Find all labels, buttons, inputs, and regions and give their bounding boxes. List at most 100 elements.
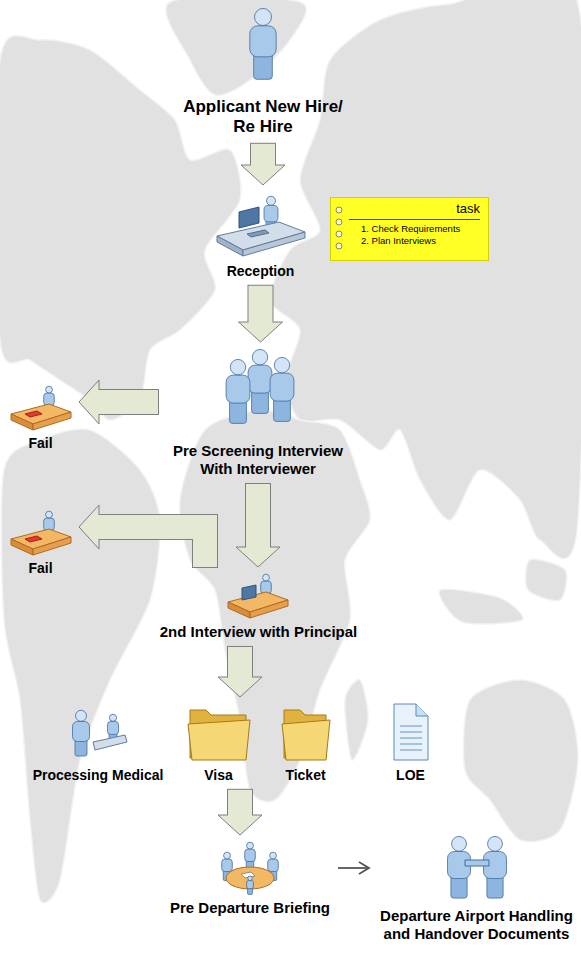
node-label: Fail [28, 435, 52, 452]
person-head [109, 714, 116, 721]
process-node: Pre Screening Interview With Interviewer [161, 345, 355, 480]
land-mass [439, 589, 523, 624]
arrow-head [79, 380, 99, 424]
person-head [274, 357, 289, 372]
node-label: 2nd Interview with Principal [160, 623, 358, 641]
document-node: Processing Medical [28, 700, 168, 786]
page-line [400, 749, 422, 750]
keyboard [247, 230, 269, 237]
node-label: LOE [396, 767, 425, 784]
paper [25, 536, 42, 542]
land-mass [0, 35, 241, 420]
person-head [252, 349, 267, 364]
note-item: 2. Plan Interviews [349, 235, 480, 247]
binding-ring [336, 231, 342, 237]
person-head [230, 359, 245, 374]
folder-icon [186, 702, 252, 764]
reception-icon [211, 190, 311, 260]
person-body [245, 849, 256, 861]
arrow-head [79, 505, 99, 549]
node-label: Visa [204, 767, 233, 784]
joined-hands [465, 860, 489, 866]
arrow-head [359, 862, 369, 874]
node-label: Departure Airport Handling and Handover … [377, 907, 577, 943]
folder-front [188, 720, 250, 760]
person-body [222, 859, 233, 871]
document-node: Ticket [275, 700, 336, 786]
group-icon [210, 347, 306, 439]
node-label: Reception [227, 263, 295, 280]
flow-arrow [79, 380, 159, 424]
start-node: Applicant New Hire/ Re Hire [171, 4, 355, 140]
node-label: Applicant New Hire/ Re Hire [176, 97, 351, 138]
process-node: Pre Departure Briefing [165, 838, 335, 919]
arrow-shaft-fill [249, 286, 273, 324]
doc-icon [388, 700, 434, 764]
folder-icon [280, 702, 332, 764]
process-node: Reception [206, 188, 315, 282]
person-head [262, 574, 269, 581]
table [93, 735, 127, 750]
medical-icon [67, 702, 129, 764]
desk-side [217, 236, 243, 256]
desk-front [250, 600, 288, 618]
land-mass [1, 429, 160, 903]
paper [25, 411, 42, 417]
fail-node: Fail [4, 507, 77, 579]
flow-arrow [338, 862, 369, 874]
land-mass [166, 0, 306, 95]
note-item: 1. Check Requirements [349, 223, 480, 235]
flow-arrow [218, 789, 262, 835]
person-body [270, 373, 294, 401]
person-body [247, 881, 254, 889]
arrow-head [218, 677, 262, 697]
person-head [451, 836, 466, 851]
monitor [239, 207, 259, 228]
arrow-shaft-fill [97, 527, 205, 567]
page-line [400, 725, 422, 726]
person-head [45, 386, 52, 393]
end-node: Departure Airport Handling and Handover … [372, 832, 581, 945]
person-head [270, 852, 277, 859]
document-node: LOE [383, 698, 438, 786]
person-body [250, 26, 276, 57]
arrow-line [338, 867, 369, 869]
person-body [73, 722, 90, 742]
person-body [248, 365, 272, 393]
document-node: Visa [181, 700, 256, 786]
flow-arrow [79, 505, 205, 568]
person-head [76, 710, 87, 721]
person-head [266, 196, 275, 205]
interview-icon [226, 572, 292, 620]
desk-side [228, 602, 250, 618]
land-mass [463, 680, 578, 842]
arrow-head [236, 547, 280, 567]
flow-arrow [241, 143, 285, 185]
node-label: Fail [28, 560, 52, 577]
binding-rings [333, 204, 345, 260]
folder-front [282, 720, 330, 760]
table [226, 867, 274, 889]
land-mass [526, 559, 567, 600]
fail-icon [9, 509, 73, 557]
person-head [45, 511, 52, 518]
page-line [400, 743, 422, 744]
arrow-shaft-fill [97, 390, 158, 414]
page [394, 704, 428, 760]
arrow-shaft-fill [246, 484, 270, 549]
monitor [242, 585, 256, 600]
person-body [226, 375, 250, 403]
person-head [247, 842, 254, 849]
land-mass [345, 680, 368, 761]
person-body [268, 859, 279, 871]
page-fold [416, 704, 428, 716]
binding-ring [336, 219, 342, 225]
person-head [224, 852, 231, 859]
flow-arrow [236, 483, 280, 567]
person-head [248, 876, 252, 880]
arrow-shaft-fill [228, 647, 252, 679]
briefing-icon [215, 840, 285, 896]
